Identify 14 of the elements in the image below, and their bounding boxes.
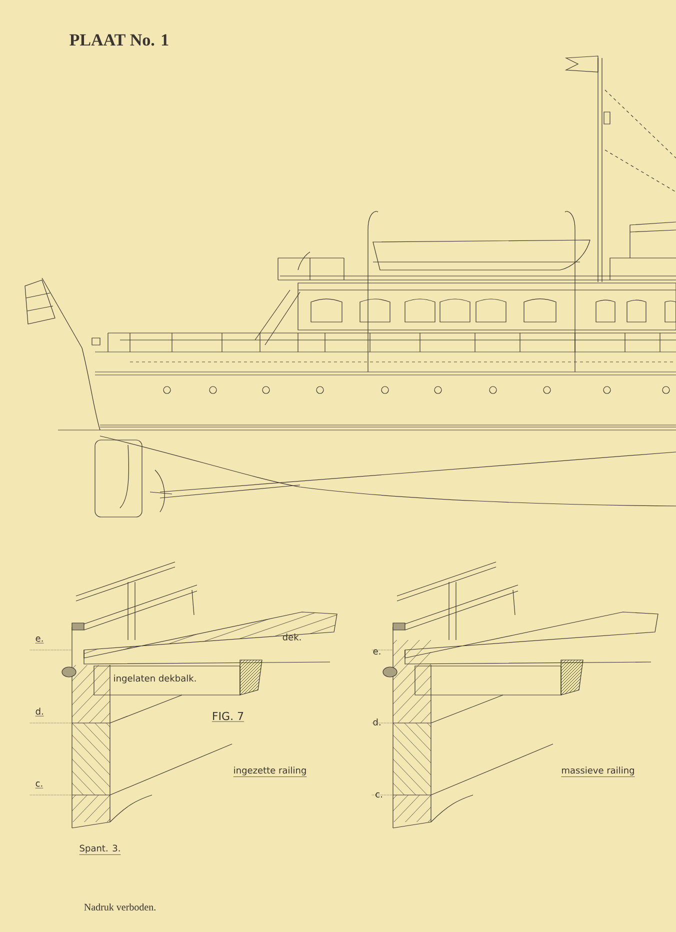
- part-label: c.: [35, 782, 44, 788]
- part-label: ingelaten dekbalk.: [114, 674, 196, 684]
- part-label: d.: [373, 718, 380, 726]
- caption-text: ingezette railing: [233, 766, 307, 777]
- figure-label: FIG. 7: [212, 712, 244, 722]
- part-label: e.: [35, 636, 44, 644]
- footer-note: Nadruk verboden.: [84, 903, 156, 911]
- plate-title: PLAAT No. 1: [70, 34, 168, 46]
- part-label: d.: [35, 708, 44, 716]
- part-label: e.: [373, 649, 380, 655]
- part-label: dek.: [282, 634, 301, 640]
- part-label: c.: [376, 792, 382, 798]
- caption-text: Spant. 3.: [79, 844, 121, 855]
- caption-text: massieve railing: [561, 766, 635, 777]
